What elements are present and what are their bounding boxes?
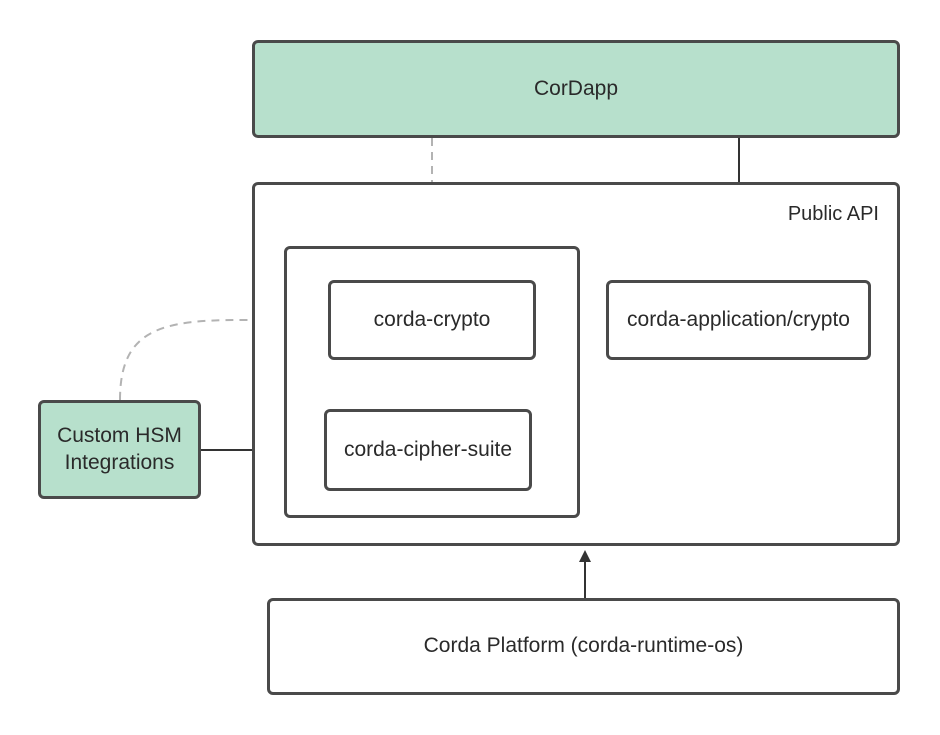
cordapp-label: CorDapp (533, 76, 619, 100)
corda-application-crypto-label: corda-application/crypto (627, 307, 850, 331)
arrow-custom-hsm-to-corda-crypto (119, 314, 325, 401)
corda-cipher-suite-label: corda-cipher-suite (343, 437, 513, 461)
public-api-label: Public API (787, 203, 879, 225)
corda-crypto-node: corda-crypto (328, 280, 536, 360)
corda-platform-label: Corda Platform (corda-runtime-os) (423, 634, 744, 658)
corda-platform-node: Corda Platform (corda-runtime-os) (267, 598, 900, 695)
corda-crypto-label: corda-crypto (373, 307, 491, 331)
corda-cipher-suite-node: corda-cipher-suite (324, 409, 532, 491)
custom-hsm-node: Custom HSM Integrations (38, 400, 201, 499)
custom-hsm-label: Custom HSM Integrations (57, 424, 182, 474)
corda-application-crypto-node: corda-application/crypto (606, 280, 871, 360)
cordapp-node: CorDapp (252, 40, 900, 138)
